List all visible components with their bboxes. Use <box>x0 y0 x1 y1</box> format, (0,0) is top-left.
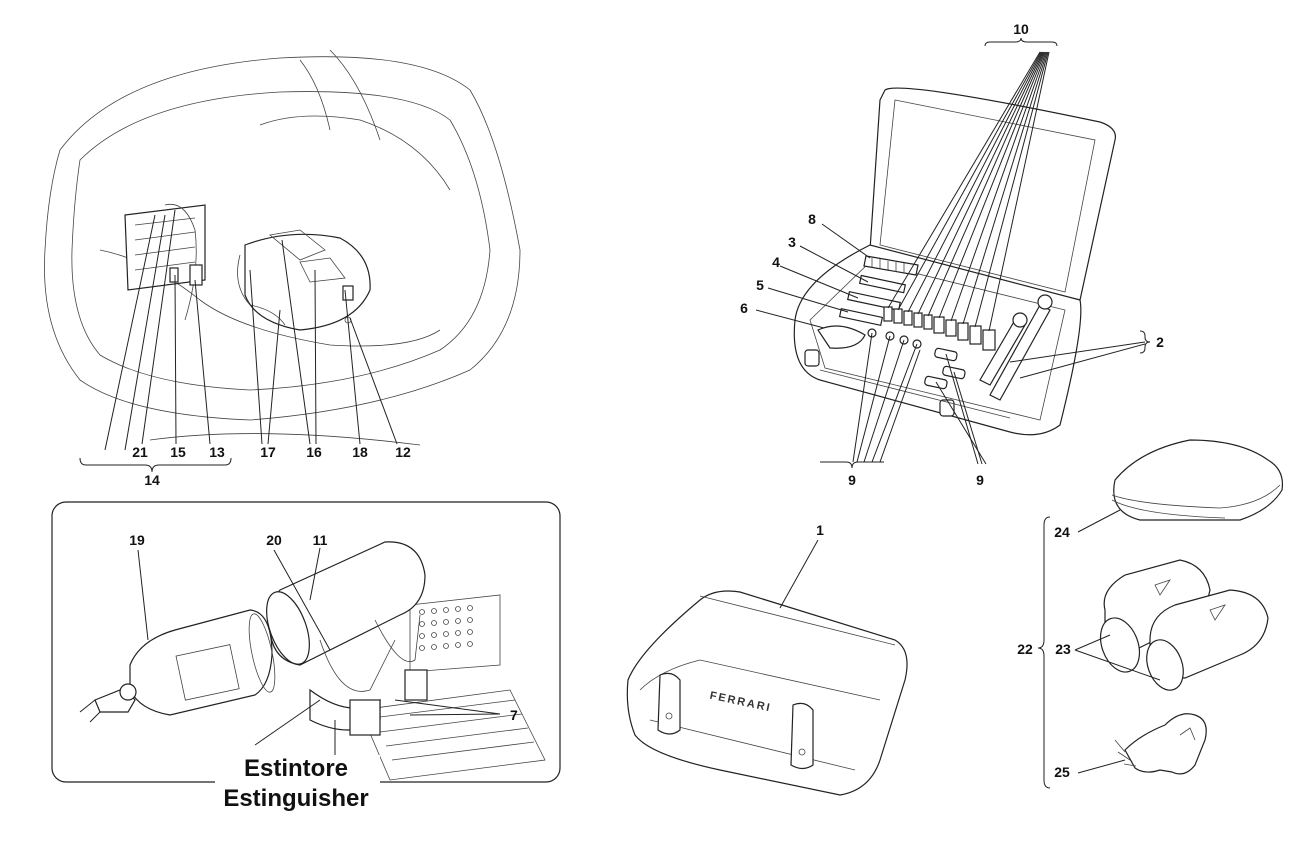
callout-6: 6 <box>740 300 748 316</box>
callout-1: 1 <box>816 522 824 538</box>
callout-17: 17 <box>260 444 276 460</box>
toolkit-leaders <box>755 37 1151 469</box>
callout-3: 3 <box>788 234 796 250</box>
callout-10: 10 <box>1013 21 1029 37</box>
callout-25: 25 <box>1054 764 1070 780</box>
callout-16: 16 <box>306 444 322 460</box>
callout-19: 19 <box>129 532 145 548</box>
callout-8: 8 <box>808 211 816 227</box>
socket-row <box>883 306 996 351</box>
callout-11: 11 <box>313 532 328 548</box>
callout-4: 4 <box>772 254 780 270</box>
callout-15: 15 <box>170 444 186 460</box>
trunk-leaders <box>79 209 398 473</box>
callout-20: 20 <box>266 532 282 548</box>
callout-2: 2 <box>1156 334 1164 350</box>
callout-23: 23 <box>1055 641 1071 657</box>
accessories <box>1037 439 1284 789</box>
callout-13: 13 <box>209 444 225 460</box>
callout-14: 14 <box>144 472 160 488</box>
callout-18: 18 <box>352 444 368 460</box>
extinguisher-inset <box>51 501 561 783</box>
caption-estinguisher: Estinguisher <box>223 785 368 812</box>
callout-5: 5 <box>756 277 764 293</box>
callout-12: 12 <box>395 444 411 460</box>
callout-9-right: 9 <box>976 472 984 488</box>
callout-24: 24 <box>1054 524 1070 540</box>
tool-kit-open <box>793 87 1117 436</box>
callout-22: 22 <box>1017 641 1033 657</box>
tool-bag-closed: FERRARI <box>626 539 908 796</box>
caption-backdrop <box>215 755 380 813</box>
caption-estintore: Estintore <box>244 755 348 782</box>
callout-21: 21 <box>132 444 148 460</box>
callout-9-left: 9 <box>848 472 856 488</box>
trunk-illustration <box>44 49 521 446</box>
callout-7: 7 <box>510 707 518 723</box>
